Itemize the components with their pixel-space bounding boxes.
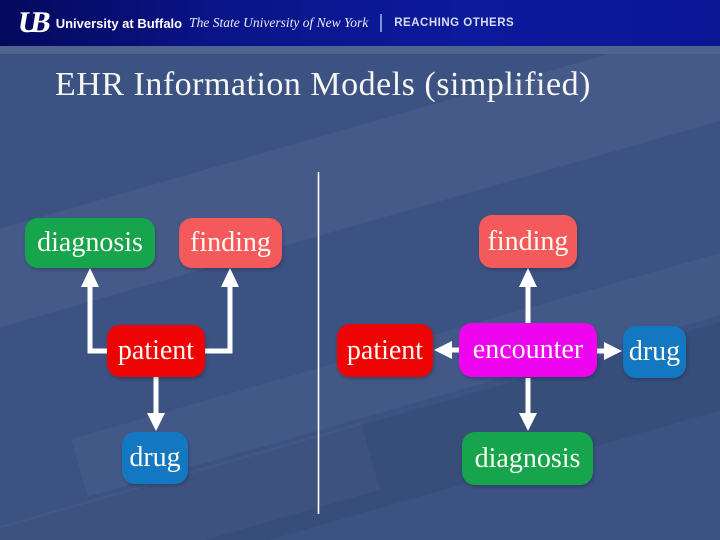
arrowhead-right-finding [519,268,537,287]
node-encounter-right: encounter [459,323,597,377]
ub-logo: UB [15,6,45,39]
arrow-left-patient-to-finding [202,284,233,354]
background-streak [0,422,380,540]
university-name: University at Buffalo [55,15,183,31]
node-drug-right: drug [623,326,686,378]
node-finding-left: finding [179,218,282,268]
arrowhead-right-diagnosis [519,413,537,431]
node-finding-right: finding [479,215,577,268]
arrowhead-right-drug [604,342,622,360]
university-tagline: The State University of New York [189,15,369,30]
arrowhead-left-diagnosis [81,268,99,287]
node-patient-left: patient [107,325,205,377]
arrowhead-left-drug [147,413,165,431]
header-content: UB University at Buffalo The State Unive… [0,0,720,46]
university-motto: REACHING OTHERS [394,17,515,29]
header-strip [0,46,720,54]
arrowhead-right-patient [434,341,452,359]
node-diagnosis-right: diagnosis [462,432,593,485]
node-patient-right: patient [337,324,433,377]
header-bar: UB University at Buffalo The State Unive… [0,0,720,46]
header-divider [380,14,383,32]
node-drug-left: drug [122,432,188,484]
node-diagnosis-left: diagnosis [25,218,155,268]
arrowhead-left-finding [221,268,239,287]
slide-title: EHR Information Models (simplified) [55,66,591,103]
